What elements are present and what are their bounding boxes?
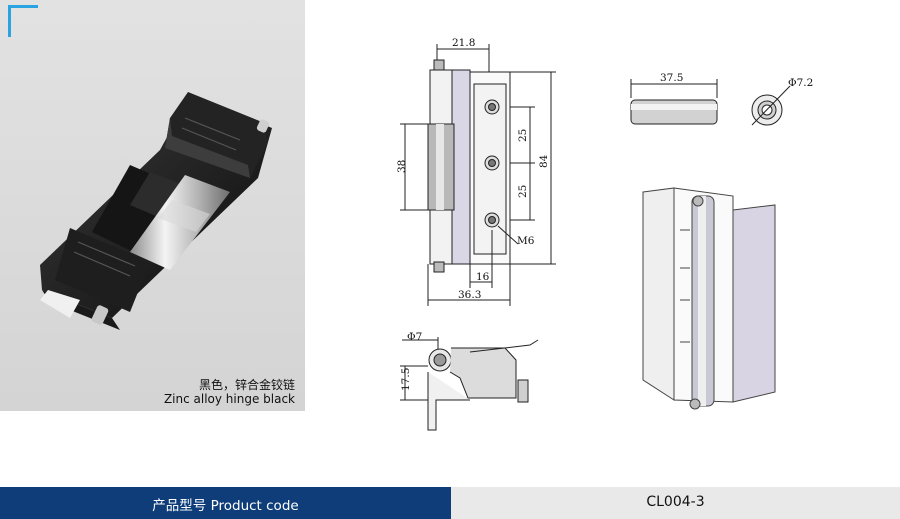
product-code: CL004-3 <box>646 494 705 510</box>
iso-view <box>642 187 776 410</box>
technical-drawing: 21.8 38 25 25 84 M6 16 36.3 Φ7 17.5 37.5… <box>396 37 813 431</box>
dim-overall-height: 84 <box>538 154 550 168</box>
corner-bracket-icon <box>8 5 38 37</box>
dim-knuckle-diameter: Φ7 <box>407 331 422 343</box>
dim-hole-pitch-b: 25 <box>517 185 529 198</box>
dim-overall-width: 36.3 <box>458 289 481 301</box>
dim-hole-pitch-a: 25 <box>517 129 529 142</box>
dim-pin-length: 38 <box>396 160 408 173</box>
dim-thread: M6 <box>517 235 535 247</box>
side-view <box>400 337 539 431</box>
dim-top-width: 21.8 <box>452 37 475 49</box>
footer-label-bar: 产品型号 Product code <box>0 487 451 519</box>
footer-code-bar: CL004-3 <box>451 487 900 519</box>
product-photo-panel: 黑色，锌合金铰链 Zinc alloy hinge black <box>0 0 305 411</box>
dim-pin-diameter: Φ7.2 <box>788 77 813 89</box>
dim-hole-offset: 16 <box>476 271 490 283</box>
dim-pin-rod-length: 37.5 <box>660 72 683 84</box>
pin-view <box>630 79 791 126</box>
footer-label: 产品型号 Product code <box>152 498 299 514</box>
front-view <box>400 44 556 306</box>
caption-chinese: 黑色，锌合金铰链 <box>198 378 295 392</box>
caption-english: Zinc alloy hinge black <box>163 392 295 406</box>
dim-side-height: 17.5 <box>400 368 412 391</box>
hinge-photo-icon <box>40 92 272 330</box>
